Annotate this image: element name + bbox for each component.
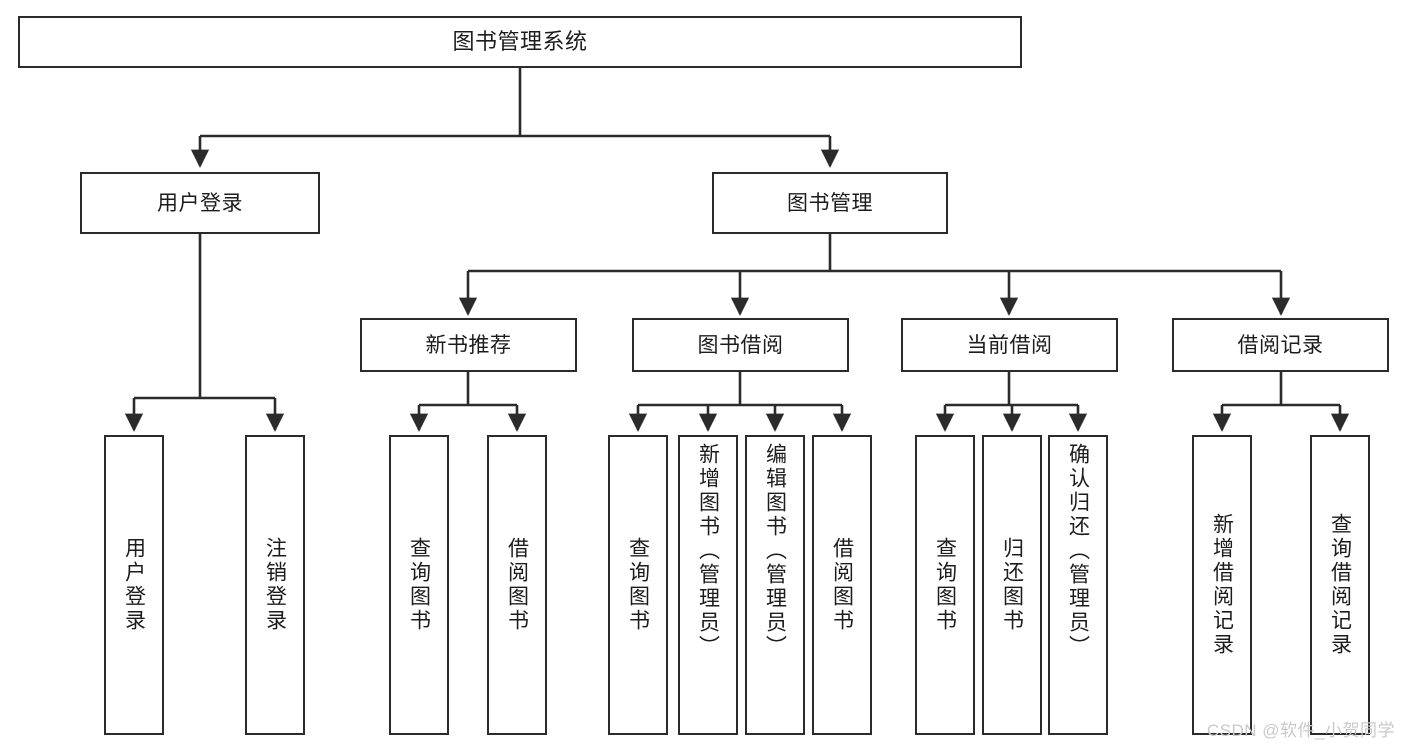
node-label: 查询图书 xyxy=(933,537,957,633)
node-label: 借阅图书 xyxy=(830,537,854,633)
node-user-login[interactable]: 用户登录 xyxy=(80,172,320,234)
leaf-records-query-record[interactable]: 查询借阅记录 xyxy=(1310,435,1370,735)
leaf-newbook-borrow-book[interactable]: 借阅图书 xyxy=(487,435,547,735)
leaf-borrow-query-book[interactable]: 查询图书 xyxy=(608,435,668,735)
node-book-borrow[interactable]: 图书借阅 xyxy=(632,318,849,372)
node-root-system[interactable]: 图书管理系统 xyxy=(18,16,1022,68)
leaf-current-return-book[interactable]: 归还图书 xyxy=(982,435,1042,735)
node-label: 用户登录 xyxy=(122,537,146,633)
node-label: 图书借阅 xyxy=(697,333,784,357)
leaf-borrow-edit-book-admin[interactable]: 编辑图书（管理员） xyxy=(745,435,805,735)
leaf-records-add-record[interactable]: 新增借阅记录 xyxy=(1192,435,1252,735)
leaf-current-confirm-return-admin[interactable]: 确认归还（管理员） xyxy=(1048,435,1108,735)
node-label: 图书管理系统 xyxy=(452,29,588,54)
node-label: 编辑图书（管理员） xyxy=(763,443,787,659)
node-borrow-records[interactable]: 借阅记录 xyxy=(1172,318,1389,372)
node-label: 新增借阅记录 xyxy=(1210,513,1234,657)
node-new-book-recommend[interactable]: 新书推荐 xyxy=(360,318,577,372)
node-label: 借阅记录 xyxy=(1237,333,1324,357)
node-label: 查询借阅记录 xyxy=(1328,513,1352,657)
leaf-current-query-book[interactable]: 查询图书 xyxy=(915,435,975,735)
node-book-management[interactable]: 图书管理 xyxy=(712,172,948,234)
leaf-borrow-borrow-book[interactable]: 借阅图书 xyxy=(812,435,872,735)
node-current-borrow[interactable]: 当前借阅 xyxy=(901,318,1118,372)
leaf-user-logout[interactable]: 注销登录 xyxy=(245,435,305,735)
node-label: 查询图书 xyxy=(626,537,650,633)
node-label: 确认归还（管理员） xyxy=(1066,443,1090,659)
leaf-borrow-add-book-admin[interactable]: 新增图书（管理员） xyxy=(678,435,738,735)
leaf-newbook-query-book[interactable]: 查询图书 xyxy=(389,435,449,735)
watermark-text: CSDN @软件_小贺同学 xyxy=(1206,721,1395,740)
node-label: 注销登录 xyxy=(263,537,287,633)
leaf-user-login[interactable]: 用户登录 xyxy=(104,435,164,735)
node-label: 归还图书 xyxy=(1000,537,1024,633)
node-label: 当前借阅 xyxy=(966,333,1053,357)
node-label: 新书推荐 xyxy=(425,333,512,357)
node-label: 用户登录 xyxy=(157,191,243,215)
node-label: 借阅图书 xyxy=(505,537,529,633)
node-label: 查询图书 xyxy=(407,537,431,633)
node-label: 新增图书（管理员） xyxy=(696,443,720,659)
node-label: 图书管理 xyxy=(787,191,873,215)
